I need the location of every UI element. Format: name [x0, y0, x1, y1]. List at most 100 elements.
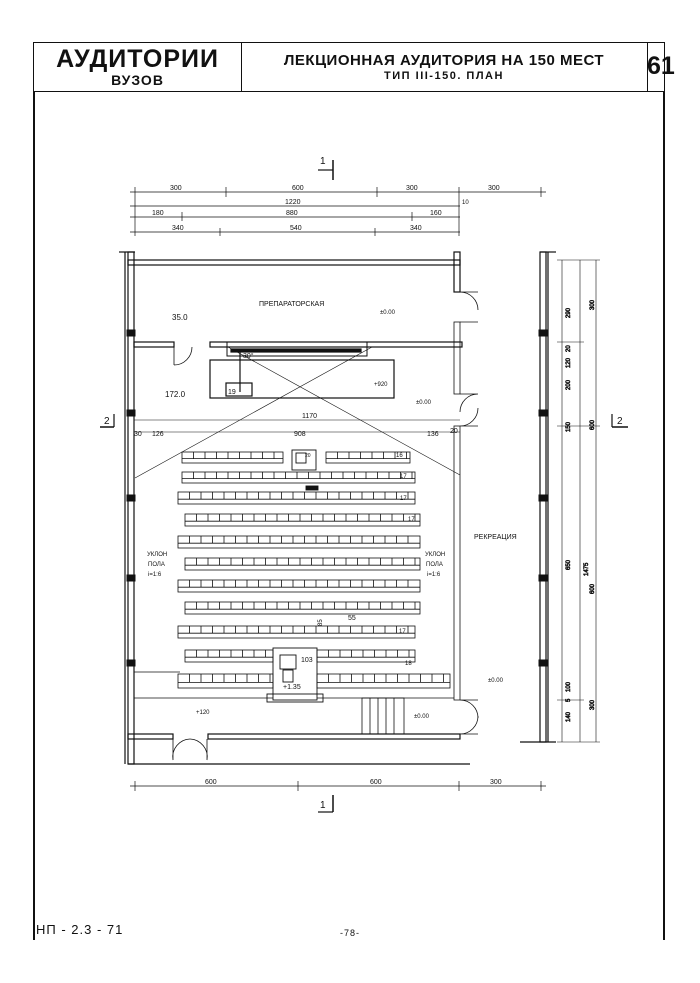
dim-right-1: 20 — [566, 345, 572, 352]
room-preparatorskaya: ПРЕПАРАТОРСКАЯ — [259, 301, 324, 308]
title-sub: ВУЗОВ — [111, 72, 164, 88]
section-mark-top: 1 — [318, 156, 334, 180]
label-85: 85 — [318, 619, 324, 626]
dimension-chain-hall: 1170 30 126 908 136 20 — [134, 413, 458, 438]
seat-row — [316, 673, 451, 689]
seat-row — [177, 535, 421, 549]
dim-mid-1: 126 — [152, 431, 164, 438]
dim-mid-3: 136 — [427, 431, 439, 438]
seat-row — [177, 625, 416, 639]
dim-top-r4-0: 340 — [172, 225, 184, 232]
frame-left-line — [33, 92, 35, 940]
elev-000-top: ±0.00 — [380, 310, 396, 316]
section-mark-right: 2 — [611, 414, 628, 428]
seat-row — [316, 649, 416, 663]
dim-bottom-1: 600 — [370, 779, 382, 786]
dim-mid-4: 20 — [450, 428, 458, 435]
dim-right-6: 100 — [566, 681, 572, 692]
label-16: 16 — [396, 453, 403, 459]
seat-row — [181, 471, 416, 484]
document-code: НП - 2.3 - 71 — [36, 922, 124, 937]
dim-top-r4-1: 540 — [290, 225, 302, 232]
columns — [126, 329, 548, 667]
dim-right-5: 650 — [566, 559, 572, 570]
label-18: 18 — [405, 661, 412, 667]
dim-top-r3-1: 880 — [286, 210, 298, 217]
seat-row — [184, 557, 421, 571]
slope-right-1: УКЛОН — [425, 552, 445, 558]
dim-right-outer-1: 600 — [590, 419, 596, 430]
dim-right-4: 150 — [566, 421, 572, 432]
dim-top-1: 600 — [292, 185, 304, 192]
section-mark-left-label: 2 — [104, 416, 110, 427]
elev-135: +1.35 — [283, 684, 301, 691]
label-17a: 17 — [400, 474, 407, 480]
sight-lines — [134, 346, 461, 479]
dim-right-outer-2: 1475 — [584, 562, 590, 576]
slope-left-2: ПОЛА — [148, 562, 165, 568]
doors — [172, 291, 479, 761]
elev-000-mid: ±0.00 — [416, 400, 432, 406]
section-mark-left: 2 — [100, 414, 115, 428]
dim-right-8: 140 — [566, 711, 572, 722]
section-mark-top-label: 1 — [320, 156, 326, 167]
elev-000-bottom: ±0.00 — [414, 714, 430, 720]
label-350: 35.0 — [172, 313, 188, 322]
dim-bottom-2: 300 — [490, 779, 502, 786]
dim-right-7: 5 — [566, 698, 572, 702]
label-20: 20 — [305, 453, 311, 459]
projection-booth: 103 +1.35 — [266, 647, 324, 703]
section-mark-bottom-label: 1 — [320, 800, 326, 811]
outer-walls — [119, 251, 556, 765]
dim-right-outer-3: 600 — [590, 583, 596, 594]
seat-row — [184, 513, 421, 527]
title-cell-category: АУДИТОРИИ ВУЗОВ — [34, 43, 242, 91]
dim-1170: 1170 — [302, 413, 317, 420]
dim-top-2: 300 — [406, 185, 418, 192]
dim-right-0: 290 — [566, 307, 572, 318]
dim-top-extra: 10 — [462, 200, 469, 206]
seat-row — [181, 451, 284, 464]
dimension-chain-bottom: 600 600 300 — [130, 779, 546, 791]
room-rekreatsiya: РЕКРЕАЦИЯ — [474, 534, 517, 541]
dim-bottom-0: 600 — [205, 779, 217, 786]
lecturer-desk: 20 — [291, 449, 319, 491]
seat-row — [325, 451, 411, 464]
dim-right-2: 120 — [566, 357, 572, 368]
label-19: 19 — [228, 389, 236, 396]
dim-right-outer-4: 300 — [590, 699, 596, 710]
label-55: 55 — [348, 615, 356, 622]
title-main: АУДИТОРИИ — [56, 45, 219, 73]
stair — [134, 671, 454, 735]
label-1720: 172.0 — [165, 390, 186, 399]
dim-top-r3-2: 160 — [430, 210, 442, 217]
elev-120: +120 — [196, 710, 210, 716]
seat-row — [184, 601, 421, 615]
page-number: -78- — [340, 928, 361, 938]
seating-rows — [177, 451, 451, 689]
section-mark-right-label: 2 — [617, 416, 623, 427]
dim-right-outer-0: 300 — [590, 299, 596, 310]
dim-top-r4-2: 340 — [410, 225, 422, 232]
dim-top-3: 300 — [488, 185, 500, 192]
partition-wall: 19 — [133, 341, 463, 399]
sheet-title: ЛЕКЦИОННАЯ АУДИТОРИЯ НА 150 МЕСТ — [283, 52, 605, 69]
seat-row — [177, 491, 416, 505]
dimension-chain-right: 290 20 120 200 150 650 100 5 140 300 600… — [557, 259, 600, 743]
elev-920: +920 — [374, 382, 388, 388]
sheet-subtitle: ТИП III-150. ПЛАН — [384, 70, 504, 82]
seat-row — [177, 579, 421, 593]
angle-30: 30° — [243, 352, 254, 360]
dimension-chain-top: 300 600 300 300 1220 10 180 880 160 340 … — [130, 185, 546, 236]
slope-right-2: ПОЛА — [426, 562, 443, 568]
seat-row — [184, 649, 274, 663]
title-cell-sheet: ЛЕКЦИОННАЯ АУДИТОРИЯ НА 150 МЕСТ ТИП III… — [241, 43, 648, 91]
frame-right-line — [663, 92, 665, 940]
slope-left-1: УКЛОН — [147, 552, 167, 558]
dim-mid-0: 30 — [134, 431, 142, 438]
label-17c: 17 — [408, 517, 415, 523]
dim-top-r3-0: 180 — [152, 210, 164, 217]
elev-000-right: ±0.00 — [488, 678, 504, 684]
dim-mid-2: 908 — [294, 431, 306, 438]
